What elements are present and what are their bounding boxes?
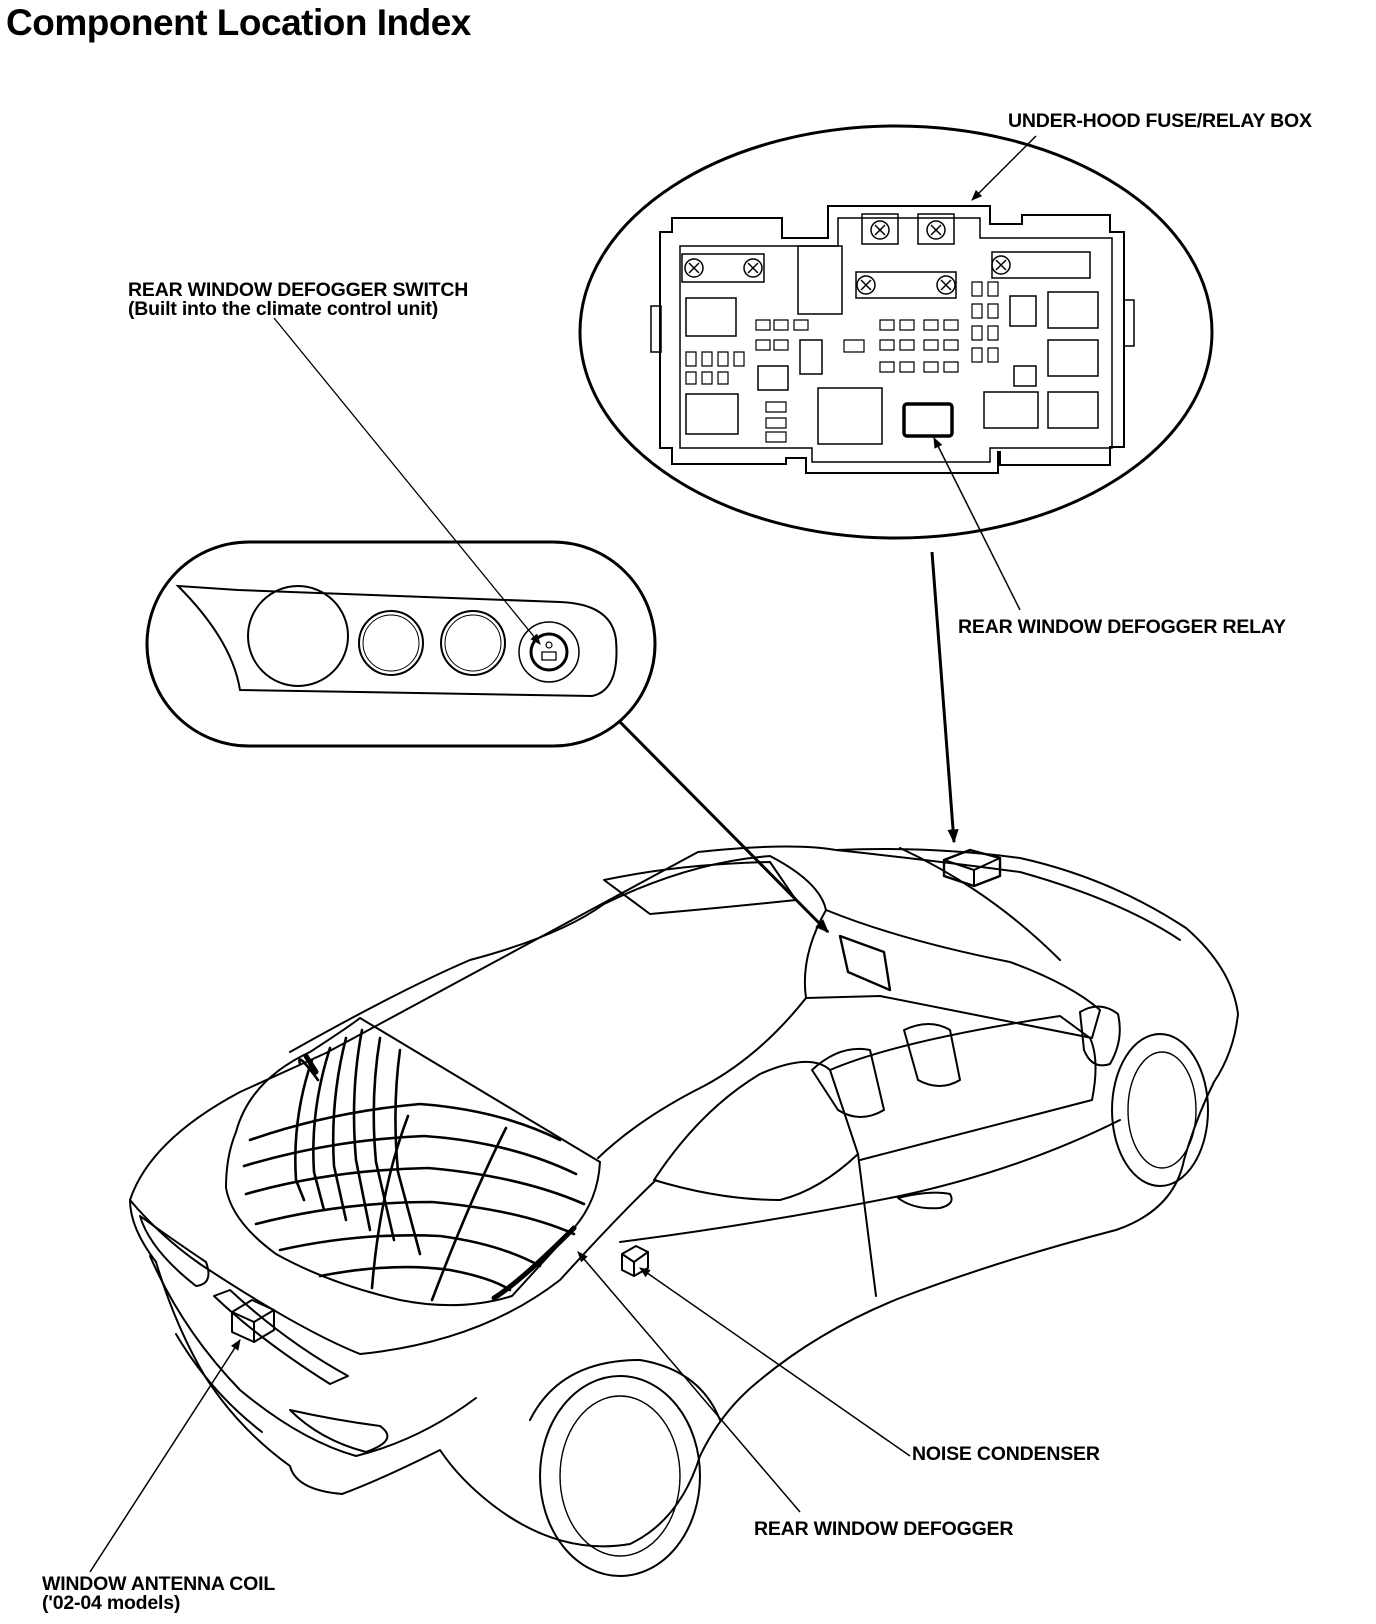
antenna-coil-part <box>232 1300 274 1342</box>
label-defogger-switch: REAR WINDOW DEFOGGER SWITCH (Built into … <box>128 279 468 320</box>
label-rear-window-defogger: REAR WINDOW DEFOGGER <box>754 1518 1014 1540</box>
label-antenna-coil-name: WINDOW ANTENNA COIL <box>42 1573 276 1595</box>
relay-block <box>758 366 788 390</box>
label-under-hood-fuse-relay-box: UNDER-HOOD FUSE/RELAY BOX <box>1008 110 1312 132</box>
door-line <box>858 1154 876 1296</box>
page-title: Component Location Index <box>6 2 471 43</box>
antenna-coil-part-top <box>232 1310 274 1342</box>
side-mirror <box>1080 1006 1120 1065</box>
label-noise-condenser: NOISE CONDENSER <box>912 1443 1100 1465</box>
hood-crease <box>900 848 1060 960</box>
label-defogger-switch-name: REAR WINDOW DEFOGGER SWITCH <box>128 279 469 301</box>
tail-light-left <box>140 1216 208 1286</box>
rear-wheel-rim <box>560 1396 680 1556</box>
mode-knob-rim <box>445 615 501 671</box>
leader-defogger-relay <box>934 437 1020 610</box>
front-wheel-rim <box>1128 1052 1196 1168</box>
bolt-terminal <box>992 252 1090 278</box>
mode-knob <box>441 611 505 675</box>
relay-block <box>1048 392 1098 428</box>
climate-control-callout-capsule <box>147 542 655 746</box>
climate-control-panel <box>178 586 617 696</box>
defogger-switch-indicator <box>546 642 552 648</box>
noise-condenser-part-top <box>622 1252 648 1276</box>
temperature-knob <box>248 586 348 686</box>
front-wheel <box>1112 1034 1208 1186</box>
fan-knob-rim <box>363 615 419 671</box>
fuse-box-on-car-top <box>944 858 1000 886</box>
rear-window-defogger-grid <box>244 1030 584 1300</box>
label-defogger-switch-note: (Built into the climate control unit) <box>128 298 438 320</box>
side-window <box>654 1062 858 1200</box>
leader-lines <box>90 136 1036 1572</box>
connector-climate-to-dash <box>620 722 828 932</box>
fuse-box-on-car <box>944 850 1000 886</box>
defogger-relay-highlight <box>904 404 952 436</box>
leader-window-antenna-coil <box>90 1339 240 1572</box>
label-antenna-coil-note: ('02-04 models) <box>42 1592 181 1614</box>
leader-rear-window-defogger <box>577 1251 800 1512</box>
trunk-edge <box>130 1180 656 1354</box>
relay-block <box>818 388 882 444</box>
door-handle <box>898 1193 952 1209</box>
windshield <box>806 910 1100 1038</box>
fuse-box-ear <box>1124 300 1134 346</box>
climate-control-inset <box>147 542 655 746</box>
relay-block <box>798 246 842 314</box>
defogger-switch-button <box>531 634 567 670</box>
vehicle-body <box>130 846 1238 1546</box>
bolt-terminal <box>682 254 764 282</box>
relay-block <box>1048 340 1098 376</box>
roof-outline <box>290 856 826 1158</box>
connector-fuse-box-to-car <box>932 552 959 844</box>
leader-fuse-box <box>971 136 1036 201</box>
defogger-bus-bar <box>306 1056 316 1072</box>
defogger-switch-icon <box>542 652 556 660</box>
relay-block <box>686 298 736 336</box>
label-window-antenna-coil: WINDOW ANTENNA COIL ('02-04 models) <box>42 1573 275 1614</box>
rear-wheel <box>540 1376 700 1576</box>
bolt-terminal <box>862 214 954 244</box>
relay-block <box>984 392 1038 428</box>
vehicle-outline <box>130 846 1238 1576</box>
relay-block <box>1010 296 1036 326</box>
rear-wheel-arch <box>530 1360 720 1420</box>
fuse-box-housing-inner <box>680 218 1112 462</box>
bolt-terminal <box>856 272 956 298</box>
hood-line <box>836 850 1180 940</box>
tail-light-right <box>290 1410 387 1452</box>
fuse-box-housing-outer <box>660 206 1124 473</box>
label-defogger-relay: REAR WINDOW DEFOGGER RELAY <box>958 616 1286 638</box>
rear-bumper-lower <box>176 1334 262 1432</box>
leader-defogger-switch <box>274 318 541 645</box>
fuse-box-inset <box>580 126 1212 538</box>
license-recess <box>214 1290 348 1384</box>
side-body-line <box>620 1120 1120 1242</box>
rear-window <box>226 1018 600 1305</box>
fan-knob <box>359 611 423 675</box>
rear-bumper <box>150 1256 476 1456</box>
mini-fuses <box>686 282 998 442</box>
relay-block <box>1048 292 1098 328</box>
relay-block <box>800 340 822 374</box>
relay-block <box>686 394 738 434</box>
fuse-box-ear <box>651 306 661 352</box>
fuse-box-callout-ellipse <box>580 126 1212 538</box>
seat-outline <box>812 1049 884 1117</box>
climate-control-on-dash <box>840 936 890 990</box>
leader-noise-condenser <box>639 1267 910 1456</box>
relay-block <box>1014 366 1036 386</box>
door-frame <box>830 1016 1096 1160</box>
defogger-bus-bar <box>494 1228 574 1298</box>
defogger-switch-ring <box>519 622 579 682</box>
seat-outline <box>904 1024 960 1086</box>
